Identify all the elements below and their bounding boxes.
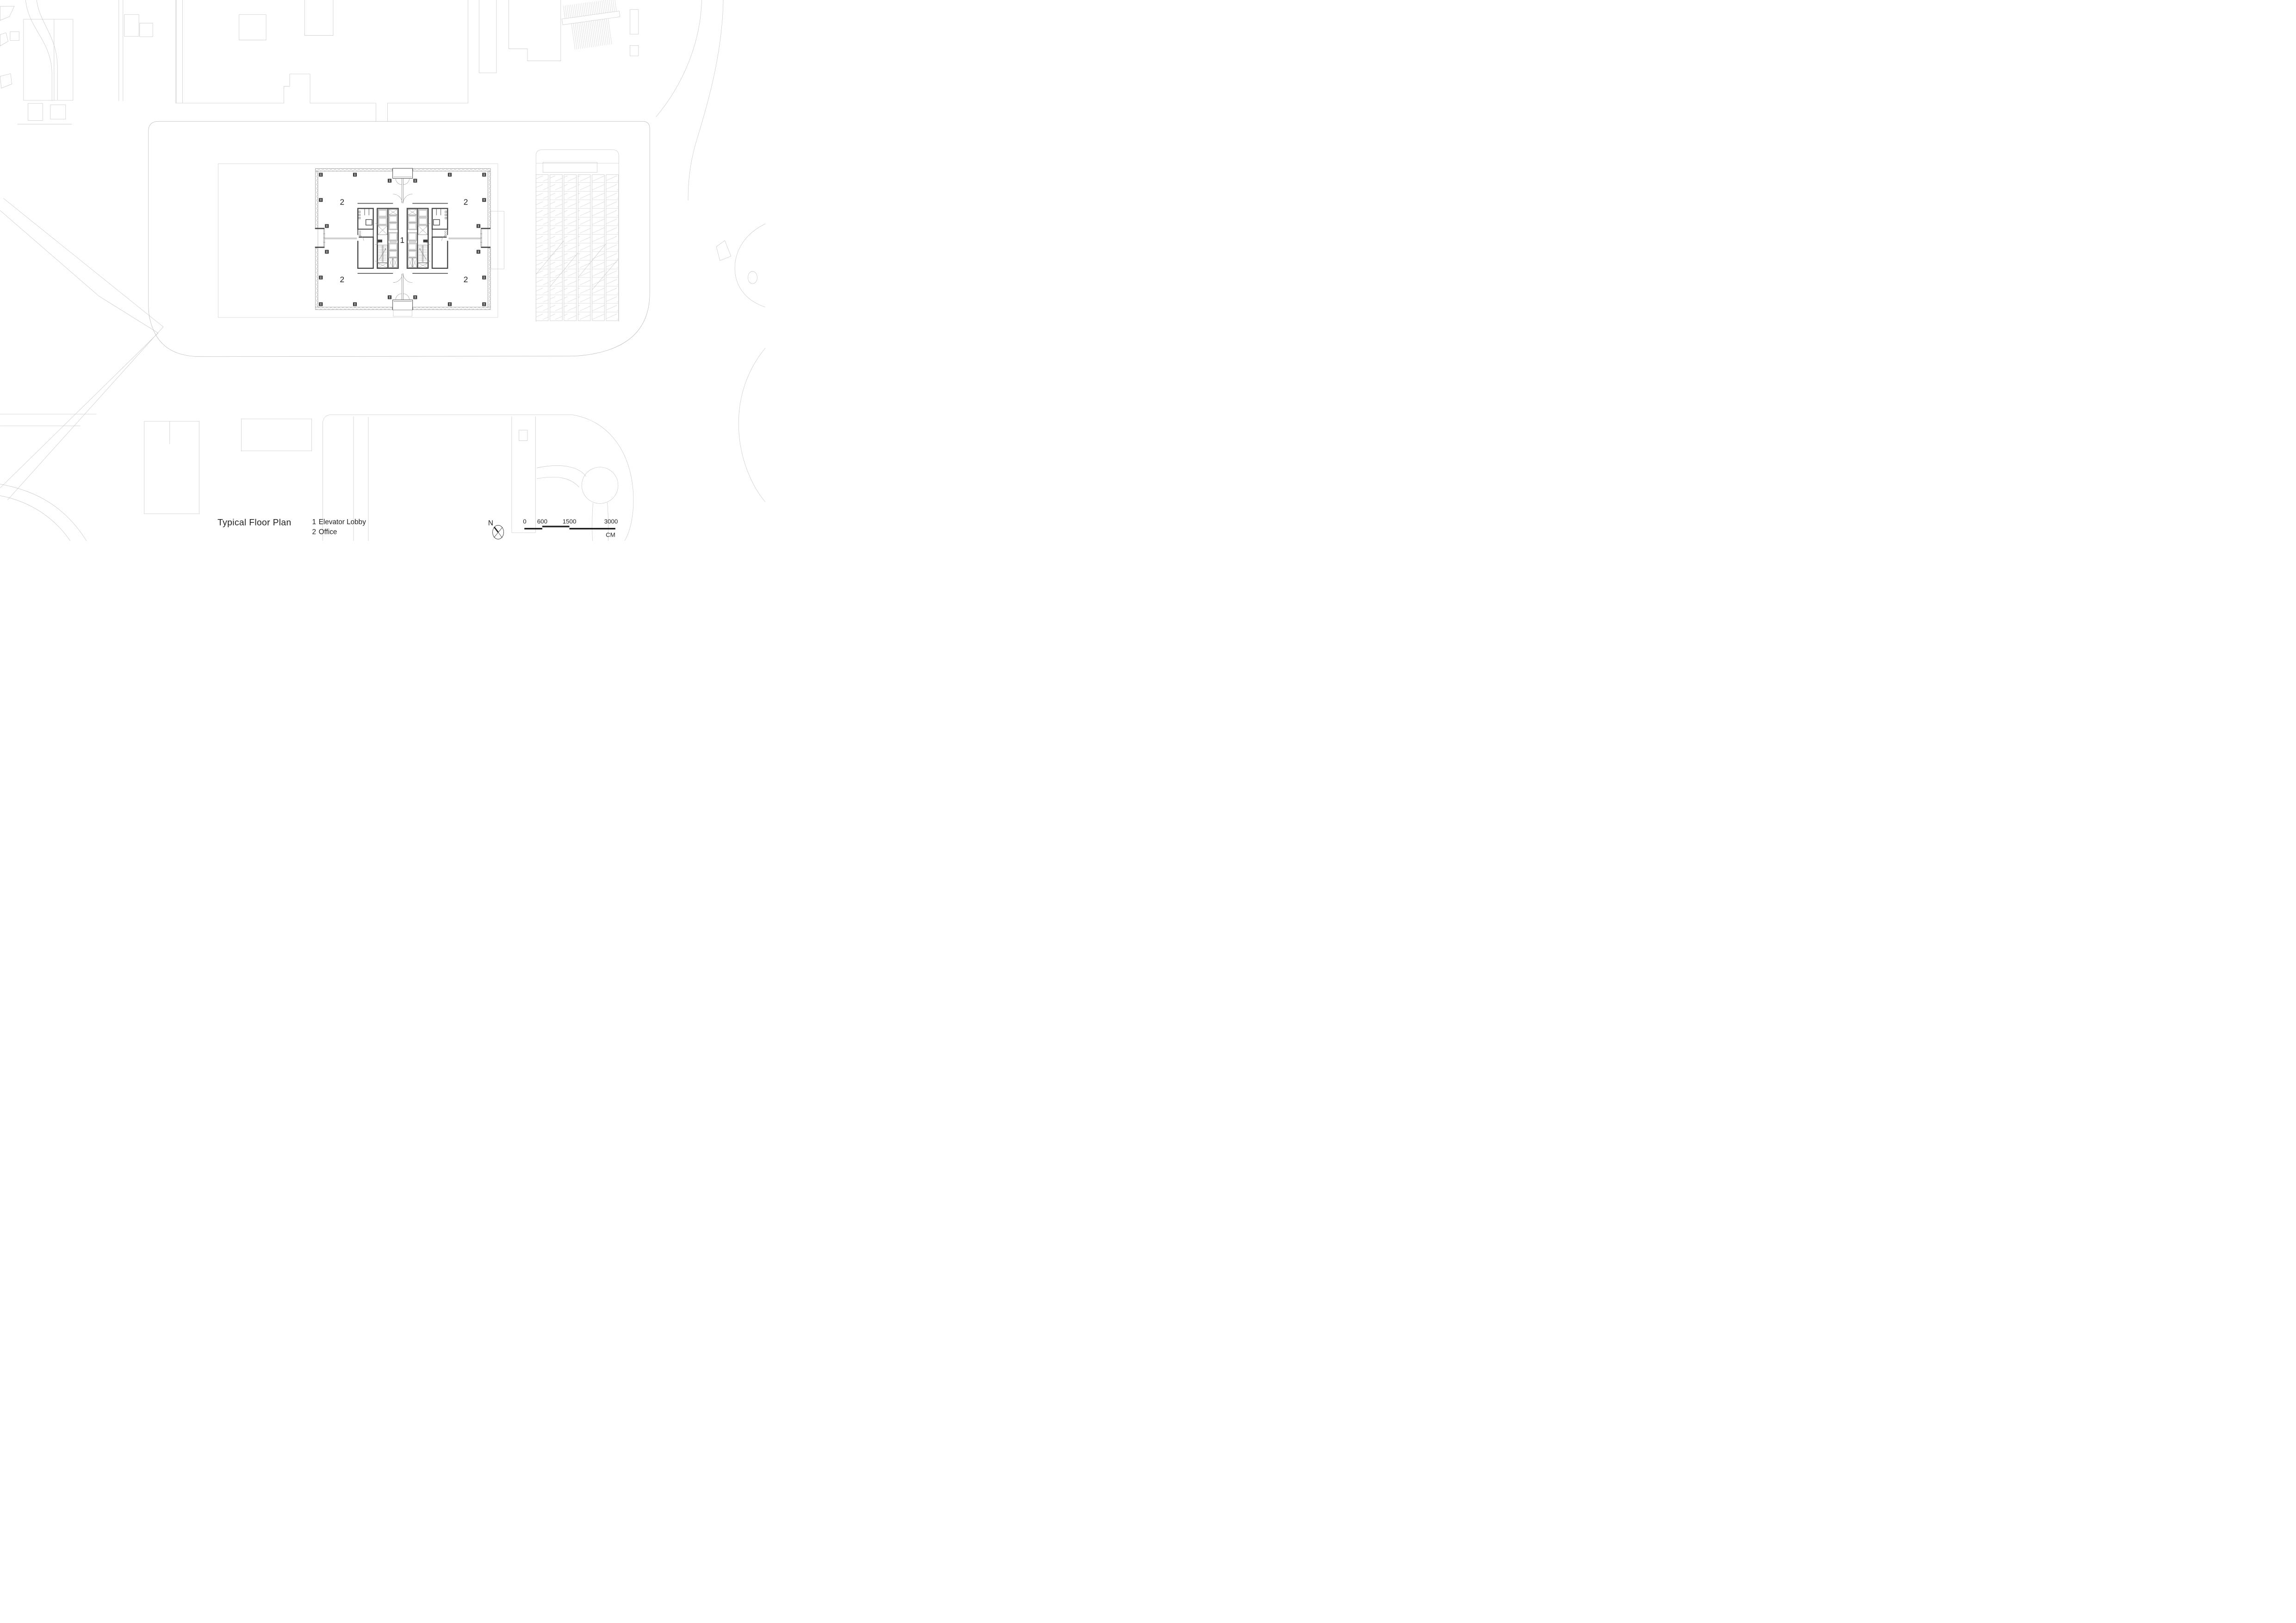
column-icon [476,224,481,228]
core-west [356,193,403,283]
column-icon [447,302,452,306]
core-east [403,193,449,283]
podium-outline [218,163,498,318]
column-icon [319,302,323,306]
column-icon [482,173,486,177]
scale-tick-3000: 3000 [604,518,618,525]
column-icon [447,173,452,177]
title-block: Typical Floor Plan [217,518,291,528]
scale-tick-600: 600 [537,518,547,525]
office-label: 2 [340,198,345,207]
column-icon [476,250,481,254]
lobby-label: 1 [400,235,405,245]
sheet-title: Typical Floor Plan [217,518,291,528]
column-icon [482,302,486,306]
column-icon [413,179,417,183]
north-compass: N [488,520,504,539]
scale-bar: 0 600 1500 3000 CM [523,518,618,539]
scale-segment [524,528,542,530]
drawing-sheet: 2 2 2 2 1 Typical Floor Plan 1 Elevator … [0,0,765,541]
west-bay [315,228,358,248]
legend-key-1: 1 [312,518,316,526]
column-icon [387,179,392,183]
scale-segment [569,528,615,530]
site-context [0,0,765,541]
column-icon [482,275,486,279]
north-vestibule [392,168,413,203]
site-block-boundary [148,121,650,357]
north-label: N [488,520,493,527]
column-icon [413,295,417,299]
legend-label-1: Elevator Lobby [319,518,366,526]
scale-segment [542,526,570,527]
legend: 1 Elevator Lobby 2 Office [312,518,366,536]
column-icon [387,295,392,299]
legend-key-2: 2 [312,528,316,536]
column-icon [353,173,357,177]
scale-tick-0: 0 [523,518,526,525]
scale-unit: CM [606,531,615,538]
parking-structure [535,149,619,322]
column-icon [319,173,323,177]
tower-floor-plan: 2 2 2 2 1 [315,168,491,317]
scale-tick-1500: 1500 [563,518,577,525]
facade-zigzag [315,168,491,310]
crosswalk-stripes [562,0,621,50]
room-labels: 2 2 2 2 1 [340,198,468,284]
column-icon [325,224,329,228]
south-vestibule [392,274,413,317]
column-icon [319,275,323,279]
column-icon [319,198,323,202]
office-label: 2 [464,275,468,284]
east-bay [447,228,490,248]
legend-label-2: Office [319,528,337,536]
office-label: 2 [464,198,468,207]
floor-plan-drawing: 2 2 2 2 1 Typical Floor Plan 1 Elevator … [0,0,765,541]
column-icon [353,302,357,306]
office-label: 2 [340,275,345,284]
column-icon [325,250,329,254]
column-icon [482,198,486,202]
